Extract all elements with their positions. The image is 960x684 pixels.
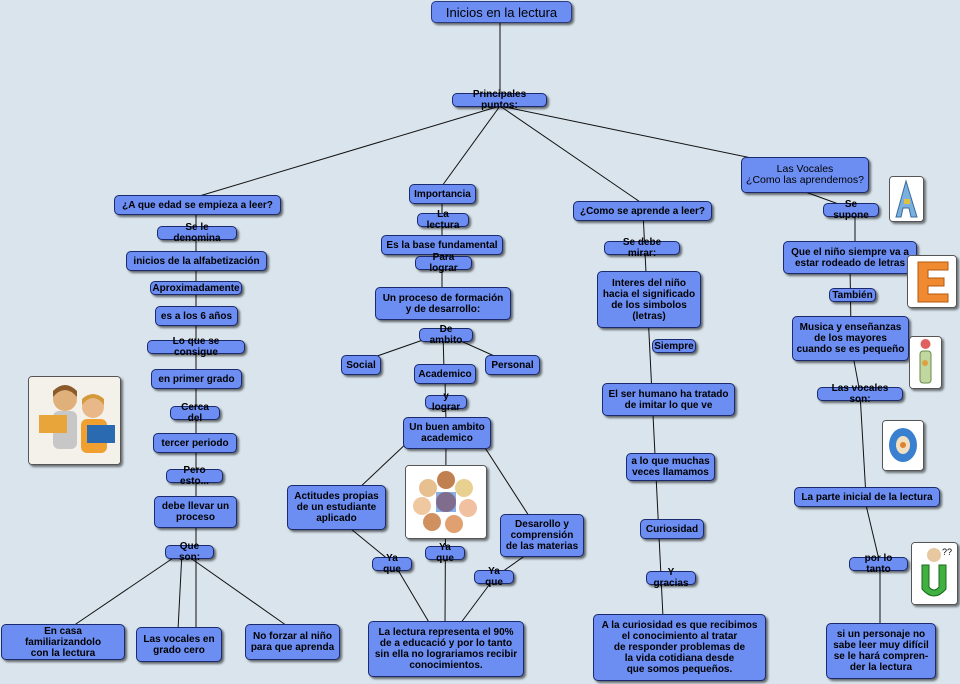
- node-ya-que-center: Ya que: [425, 542, 465, 564]
- letter-u-image: ??: [911, 542, 958, 605]
- letter-o-image: [882, 420, 924, 471]
- node-de-ambito: De ambito: [419, 324, 473, 346]
- map-title: Inicios en la lectura: [431, 1, 572, 23]
- link: [865, 504, 881, 565]
- letter-i-image: [909, 336, 942, 389]
- node-interes-nino: Interes del niño hacia el significado de…: [597, 271, 701, 328]
- node-social: Social: [341, 355, 381, 375]
- node-que-son: Que son:: [165, 541, 214, 563]
- children-reading-image: [28, 376, 121, 465]
- node-a-lo-que: a lo que muchas veces llamamos: [626, 453, 715, 481]
- node-se-le-denomina: Se le denomina: [157, 222, 237, 244]
- node-ya-que-left: Ya que: [372, 553, 412, 575]
- node-debe-llevar-proceso: debe llevar un proceso: [154, 496, 237, 528]
- link: [859, 392, 867, 498]
- node-cerca-del: Cerca del: [170, 402, 220, 424]
- node-base-fundamental: Es la base fundamental: [381, 235, 503, 255]
- node-musica: Musica y enseñanzas de los mayores cuand…: [792, 316, 909, 361]
- letter-e-image: [907, 255, 957, 308]
- node-ser-humano: El ser humano ha tratado de imitar lo qu…: [602, 383, 735, 416]
- node-desarollo: Desarollo y comprensión de las materias: [500, 514, 584, 557]
- node-las-vocales: Las Vocales ¿Como las aprendemos?: [741, 157, 869, 193]
- node-lo-que-se-consigue: Lo que se consigue: [147, 336, 245, 358]
- link: [499, 105, 644, 205]
- link: [177, 551, 183, 631]
- node-primer-grado: en primer grado: [151, 369, 242, 389]
- node-proceso-formacion: Un proceso de formación y de desarrollo:: [375, 287, 511, 320]
- node-age-question: ¿A que edad se empieza a leer?: [114, 195, 281, 215]
- letter-a-image: [889, 176, 924, 222]
- link: [69, 551, 183, 629]
- node-tercer-periodo: tercer periodo: [153, 433, 237, 453]
- node-no-forzar: No forzar al niño para que aprenda: [245, 624, 340, 660]
- link: [181, 551, 291, 629]
- node-pero-esto: Pero esto...: [166, 465, 223, 487]
- node-actitudes: Actitudes propias de un estudiante aplic…: [287, 485, 386, 530]
- node-y-lograr: y lograr: [425, 391, 467, 413]
- node-y-gracias: Y gracias: [646, 567, 696, 589]
- node-curiosidad-conocimiento: A la curiosidad es que recibimos el cono…: [593, 614, 766, 681]
- node-inicios-alfabetizacion: inicios de la alfabetización: [126, 251, 267, 271]
- node-importancia: Importancia: [409, 184, 476, 204]
- node-las-vocales-son: Las vocales son:: [817, 383, 903, 405]
- node-personaje: si un personaje no sabe leer muy difícil…: [826, 623, 936, 679]
- node-en-casa: En casa familiarizandolo con la lectura: [1, 624, 125, 660]
- node-parte-inicial: La parte inicial de la lectura: [794, 487, 940, 507]
- node-rodeado-letras: Que el niño siempre va a estar rodeado d…: [783, 241, 917, 274]
- node-ya-que-right: Ya que: [474, 566, 514, 588]
- node-se-debe-mirar: Se debe mirar:: [604, 237, 680, 259]
- node-academico: Academico: [414, 364, 476, 384]
- children-circle-image: [405, 465, 487, 539]
- node-curiosidad: Curiosidad: [640, 519, 704, 539]
- node-lectura-90: La lectura representa el 90% de a educac…: [368, 621, 524, 677]
- node-tambien: También: [829, 288, 876, 302]
- node-para-lograr: Para lograr: [415, 252, 472, 274]
- node-se-supone: Se supone: [823, 199, 879, 221]
- node-buen-ambito: Un buen ambito academico: [403, 417, 491, 449]
- node-vocales-grado-cero: Las vocales en grado cero: [136, 627, 222, 662]
- node-la-lectura: La lectura: [417, 209, 469, 231]
- node-siempre: Siempre: [652, 339, 696, 353]
- node-por-lo-tanto: por lo tanto: [849, 553, 908, 575]
- hub-node: Principales puntos:: [452, 89, 547, 111]
- svg-text:??: ??: [942, 547, 952, 557]
- node-personal: Personal: [485, 355, 540, 375]
- node-aproximadamente: Aproximadamente: [150, 281, 242, 295]
- link: [441, 105, 501, 187]
- link: [459, 576, 496, 625]
- link: [394, 564, 431, 625]
- node-6-anos: es a los 6 años: [155, 306, 238, 326]
- link: [195, 105, 501, 198]
- node-como-se-aprende: ¿Como se aprende a leer?: [573, 201, 712, 221]
